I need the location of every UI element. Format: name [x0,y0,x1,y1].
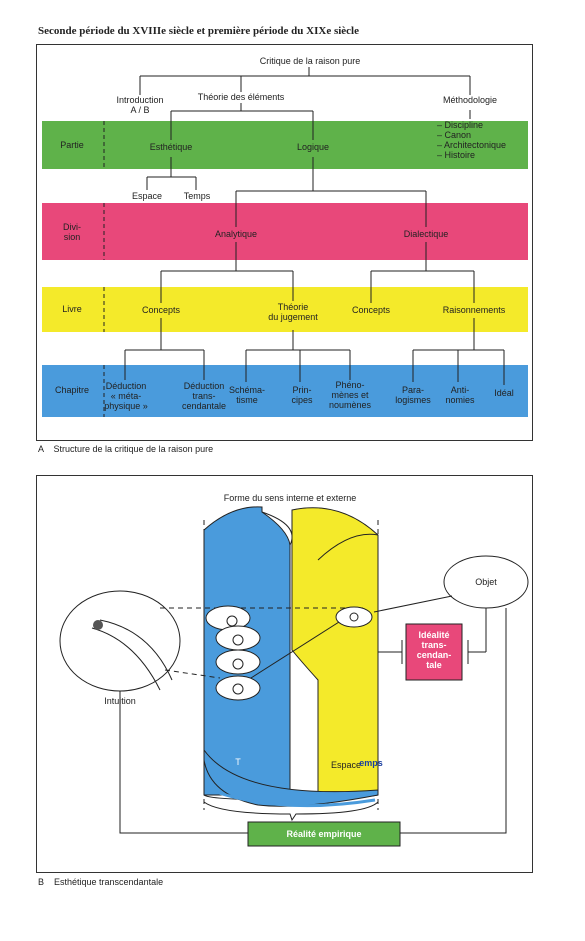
idealite-transcendantale-box: Idéalité trans- cendan- tale [416,630,452,670]
forme-sens-label: Forme du sens interne et externe [223,493,357,503]
band-livre [42,287,528,332]
caption-a: A Structure de la critique de la raison … [38,444,214,454]
dialectique-node: Dialectique [403,229,449,239]
temps-node: Temps [183,191,211,201]
phenomenes-noumenes-node: Phéno- mènes et noumènes [328,380,372,410]
caption-b: B Esthétique transcendantale [38,877,164,887]
row-label-division: Divi- sion [63,222,81,242]
band-chapitre [42,365,528,417]
temps-overlay-label: emps [359,758,383,768]
schematisme-node: Schéma- tisme [228,385,265,405]
page-heading: Seconde période du XVIIIe siècle et prem… [38,25,359,37]
principes-node: Prin- cipes [291,385,313,405]
deduction-transcendantale-node: Déduction trans- cendantale [181,381,227,411]
band-partie [42,121,528,169]
ideal-node: Idéal [494,388,514,398]
root-node: Critique de la raison pure [259,56,361,66]
concepts-analytique-node: Concepts [141,305,181,315]
row-label-partie: Partie [60,140,84,150]
theorie-elements-node: Théorie des éléments [197,92,285,102]
temps-cylinder-label: T [235,757,241,767]
deduction-metaphysique-node: Déduction « méta- physique » [104,381,148,411]
intuition-label: Intuition [104,696,136,706]
objet-label: Objet [475,577,497,587]
row-label-livre: Livre [62,304,82,314]
antinomies-node: Anti- nomies [445,385,475,405]
row-label-chapitre: Chapitre [54,385,90,395]
concepts-dialectique-node: Concepts [351,305,391,315]
espace-cylinder-label: Espace [330,760,362,770]
realite-empirique-box: Réalité empirique [286,829,362,839]
espace-node: Espace [131,191,163,201]
paralogismes-node: Para- logismes [395,385,431,405]
band-division [42,203,528,260]
logique-node: Logique [296,142,330,152]
methodologie-items: – Discipline – Canon – Architectonique –… [437,120,507,160]
analytique-node: Analytique [214,229,258,239]
raisonnements-node: Raisonnements [442,305,506,315]
diagram-a-frame [36,44,533,441]
methodologie-node: Méthodologie [442,95,498,105]
introduction-node: Introduction A / B [116,95,164,115]
diagram-b-frame [36,475,533,873]
esthetique-node: Esthétique [149,142,193,152]
theorie-jugement-node: Théorie du jugement [268,302,318,322]
